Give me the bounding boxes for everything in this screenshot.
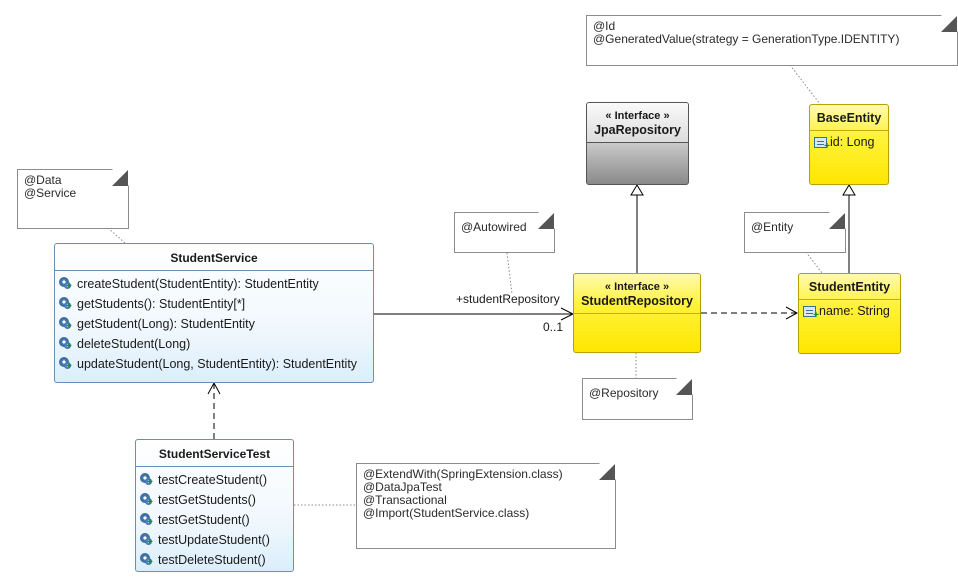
class-name: StudentEntity [799, 274, 900, 300]
note-line: @Import(StudentService.class) [363, 506, 530, 520]
note-line: @Repository [589, 386, 659, 400]
operation-icon: + [140, 513, 154, 528]
note-student-service[interactable]: @Data @Service [17, 169, 129, 229]
class-student-entity[interactable]: StudentEntity + name: String [798, 273, 901, 354]
class-base-entity[interactable]: BaseEntity + id: Long [809, 104, 889, 185]
operations-compartment: +testCreateStudent() +testGetStudents() … [136, 467, 293, 571]
note-autowired[interactable]: @Autowired [454, 212, 555, 253]
class-student-service-test[interactable]: StudentServiceTest +testCreateStudent() … [135, 439, 294, 572]
interface-student-repository[interactable]: « Interface » StudentRepository [573, 273, 701, 353]
operation-icon: + [59, 317, 73, 332]
operation-row[interactable]: + getStudents(): StudentEntity[*] [59, 294, 369, 314]
dependency-test-service-arrowhead [207, 381, 221, 395]
operation-label: testUpdateStudent() [158, 533, 270, 547]
note-line: @Transactional [363, 493, 447, 507]
note-line: @Service [24, 186, 77, 200]
generalization-repo-arrowhead [630, 184, 644, 196]
note-line: @Autowired [461, 220, 527, 234]
note-repository[interactable]: @Repository [582, 378, 693, 420]
note-line: @Entity [751, 220, 794, 234]
note-line: @Data [24, 173, 62, 187]
stereotype-label: « Interface » [605, 110, 670, 122]
operation-icon: + [59, 337, 73, 352]
class-student-service[interactable]: StudentService + createStudent(StudentEnt… [54, 243, 374, 383]
operations-compartment: + createStudent(StudentEntity): StudentEn… [55, 271, 373, 377]
operation-label: getStudent(Long): StudentEntity [77, 317, 255, 331]
attribute-row[interactable]: + id: Long [814, 135, 884, 151]
note-link-entity [805, 251, 823, 274]
interface-header: « Interface » JpaRepository [587, 103, 688, 143]
operation-icon: + [59, 277, 73, 292]
note-link-base-entity [789, 64, 821, 105]
operation-icon: + [140, 473, 154, 488]
attribute-icon: + [814, 136, 830, 151]
association-role-label: +studentRepository [456, 292, 560, 306]
attribute-icon: + [803, 305, 819, 320]
note-link-autowired [506, 252, 513, 295]
operation-label: testGetStudent() [158, 513, 250, 527]
operation-label: createStudent(StudentEntity): StudentEnt… [77, 277, 319, 291]
operation-row[interactable]: + testDeleteStudent() [140, 550, 289, 570]
operation-row[interactable]: + updateStudent(Long, StudentEntity): Stu… [59, 354, 369, 374]
operation-icon: + [59, 297, 73, 312]
note-line: @DataJpaTest [363, 480, 442, 494]
interface-header: « Interface » StudentRepository [574, 274, 700, 314]
generalization-entity-arrowhead [842, 184, 856, 196]
note-line: @GeneratedValue(strategy = GenerationTyp… [593, 32, 900, 46]
operation-label: testGetStudents() [158, 493, 256, 507]
operation-row[interactable]: + testGetStudent() [140, 510, 289, 530]
class-name: BaseEntity [810, 105, 888, 131]
class-name: StudentService [55, 244, 373, 271]
operation-icon: + [140, 493, 154, 508]
note-entity[interactable]: @Entity [744, 212, 846, 253]
attributes-compartment: + name: String [799, 300, 900, 322]
operation-label: testDeleteStudent() [158, 553, 266, 567]
note-line: @Id [593, 19, 616, 33]
operation-row[interactable]: + createStudent(StudentEntity): StudentEn… [59, 274, 369, 294]
class-name: StudentServiceTest [136, 440, 293, 467]
operation-label: getStudents(): StudentEntity[*] [77, 297, 246, 311]
operation-icon: + [140, 533, 154, 548]
note-line: @ExtendWith(SpringExtension.class) [363, 467, 563, 481]
operation-icon: + [140, 553, 154, 568]
attribute-label: id: Long [830, 135, 875, 149]
operation-row[interactable]: + testUpdateStudent() [140, 530, 289, 550]
operation-row[interactable]: + deleteStudent(Long) [59, 334, 369, 354]
attribute-label: name: String [819, 304, 890, 318]
class-name: JpaRepository [594, 123, 681, 137]
operation-label: testCreateStudent() [158, 473, 268, 487]
operation-row[interactable]: + testGetStudents() [140, 490, 289, 510]
operation-label: deleteStudent(Long) [77, 337, 191, 351]
stereotype-label: « Interface » [604, 281, 670, 293]
operation-icon: + [59, 357, 73, 372]
attributes-compartment: + id: Long [810, 131, 888, 153]
note-link-student-service [107, 227, 126, 244]
operation-label: updateStudent(Long, StudentEntity): Stud… [77, 357, 358, 371]
interface-jpa-repository[interactable]: « Interface » JpaRepository [586, 102, 689, 185]
note-test[interactable]: @ExtendWith(SpringExtension.class) @Data… [356, 463, 616, 549]
operation-row[interactable]: + getStudent(Long): StudentEntity [59, 314, 369, 334]
attribute-row[interactable]: + name: String [803, 304, 896, 320]
class-name: StudentRepository [581, 294, 693, 308]
operation-row[interactable]: + testCreateStudent() [140, 470, 289, 490]
dependency-repo-entity-arrowhead [785, 306, 799, 320]
note-base-entity[interactable]: @Id @GeneratedValue(strategy = Generatio… [586, 15, 958, 66]
association-multiplicity-label: 0..1 [543, 320, 564, 334]
